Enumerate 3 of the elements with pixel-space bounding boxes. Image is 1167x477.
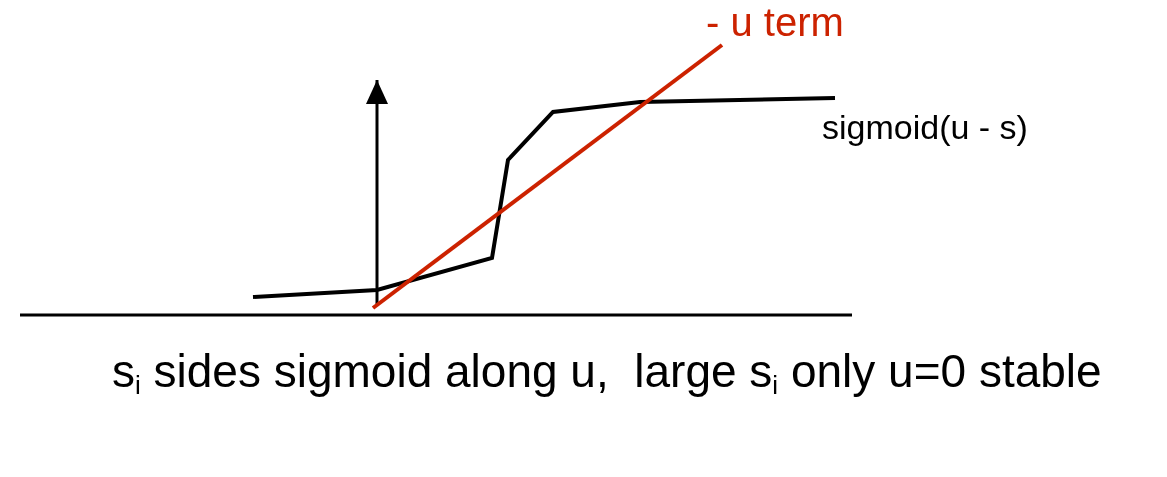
line-label: - u term bbox=[706, 2, 844, 42]
curve-label: sigmoid(u - s) bbox=[822, 110, 1028, 144]
caption: s$_{i}$ sides sigmoid along u, large s$_{i}$ only u=0 stable bbox=[112, 344, 1103, 402]
